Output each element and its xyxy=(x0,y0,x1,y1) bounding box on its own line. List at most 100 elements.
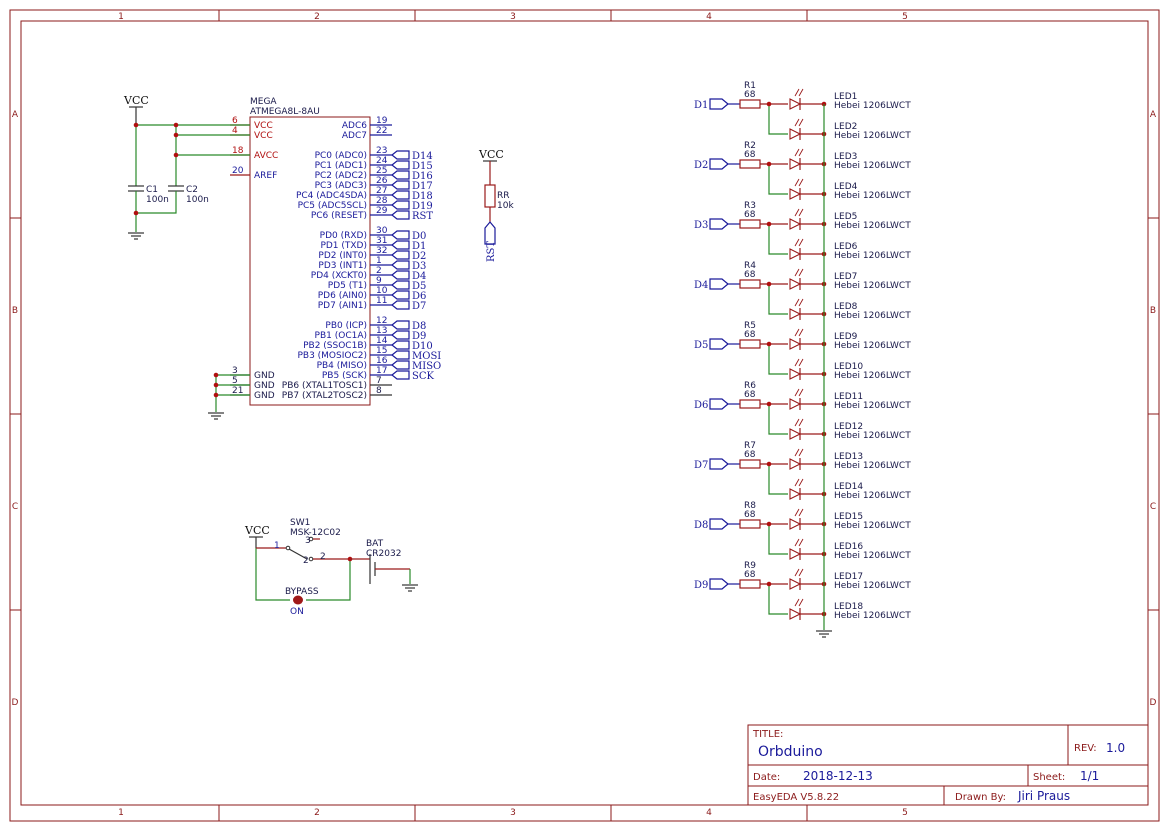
led-ref: LED7 xyxy=(834,272,857,282)
led-row-net-label: D8 xyxy=(694,520,708,531)
resistor-value: 68 xyxy=(744,510,756,520)
led-ref: LED3 xyxy=(834,152,857,162)
zone-col-top: 2 xyxy=(314,12,320,22)
net-flag xyxy=(391,160,410,170)
led-triangle xyxy=(789,218,802,230)
net-label: SCK xyxy=(412,371,435,382)
mcu-pin-name: PC2 (ADC2) xyxy=(315,171,367,181)
led-row-net-flag xyxy=(709,518,729,530)
net-flag xyxy=(391,290,410,300)
led-row-net-flag xyxy=(709,578,729,590)
led-row-net-flag xyxy=(709,158,729,170)
zone-row-right: C xyxy=(1150,502,1156,512)
net-label: D16 xyxy=(412,171,433,182)
net-flag xyxy=(391,180,410,190)
mcu-pin-number: 18 xyxy=(232,146,244,156)
net-flag xyxy=(391,270,410,280)
led-light-arrows xyxy=(794,238,804,247)
mcu-pin-number: 7 xyxy=(376,376,382,386)
mcu-ref: MEGA xyxy=(250,97,277,107)
mcu-pin-name: GND xyxy=(254,381,275,391)
led-ref: LED6 xyxy=(834,242,858,252)
sw-pin-1: 1 xyxy=(274,541,280,551)
net-flag xyxy=(391,230,410,240)
net-flag xyxy=(391,260,410,270)
mcu-pin-name: PD6 (AIN0) xyxy=(318,291,367,301)
net-label: D3 xyxy=(412,261,426,272)
mcu-pin-name: PB6 (XTAL1TOSC1) xyxy=(282,381,367,391)
mcu-pin-name: AVCC xyxy=(254,151,278,161)
led-ref: LED5 xyxy=(834,212,857,222)
resistor-ref: R8 xyxy=(744,501,756,511)
net-label: D19 xyxy=(412,201,433,212)
drawn-label: Drawn By: xyxy=(955,792,1006,803)
led-row-branch xyxy=(768,404,788,435)
mcu-pin-number: 4 xyxy=(232,126,238,136)
net-flag xyxy=(391,210,410,220)
junction-dot xyxy=(766,161,772,167)
mcu-pin-name: PB5 (SCK) xyxy=(322,371,367,381)
mcu-pin-name: PB2 (SSOC1B) xyxy=(303,341,367,351)
mcu-pin-name: PC4 (ADC4SDA) xyxy=(296,191,367,201)
led-row-net-flag xyxy=(709,338,729,350)
mcu-pin-name: ADC6 xyxy=(342,121,367,131)
resistor-ref: R1 xyxy=(744,81,756,91)
mcu-pin-number: 27 xyxy=(376,186,387,196)
led-ref: LED10 xyxy=(834,362,863,372)
led-row-net-flag xyxy=(709,398,729,410)
led-triangle xyxy=(789,548,802,560)
mcu-pin-number: 13 xyxy=(376,326,387,336)
mcu-pin-number: 11 xyxy=(376,296,387,306)
mcu-pin-number: 9 xyxy=(376,276,382,286)
zone-col-bottom: 5 xyxy=(902,808,908,818)
bypass-ref: BYPASS xyxy=(285,587,319,597)
led-part: Hebei 1206LWCT xyxy=(834,131,911,141)
zone-col-top: 5 xyxy=(902,12,908,22)
mcu-pin-name: VCC xyxy=(254,121,273,131)
zone-col-bottom: 4 xyxy=(706,808,712,818)
ground-symbol xyxy=(128,232,144,240)
mcu-pin-name: PC5 (ADC5SCL) xyxy=(298,201,367,211)
mcu-pin-number: 10 xyxy=(376,286,388,296)
net-flag xyxy=(391,320,410,330)
led-light-arrows xyxy=(794,328,804,337)
led-triangle xyxy=(789,98,802,110)
net-flag xyxy=(391,200,410,210)
led-triangle xyxy=(789,398,802,410)
led-row-branch xyxy=(768,164,788,195)
title-value: Orbduino xyxy=(758,744,823,760)
led-part: Hebei 1206LWCT xyxy=(834,611,911,621)
net-label: D2 xyxy=(412,251,426,262)
vcc-label-main: VCC xyxy=(123,94,149,107)
mcu-pin-number: 32 xyxy=(376,246,387,256)
bat-ref: BAT xyxy=(366,539,384,549)
bat-part: CR2032 xyxy=(366,549,401,559)
resistor-body xyxy=(739,219,761,229)
mcu-pin-name: PD0 (RXD) xyxy=(320,231,367,241)
resistor-value: 68 xyxy=(744,90,756,100)
led-light-arrows xyxy=(794,538,804,547)
led-part: Hebei 1206LWCT xyxy=(834,551,911,561)
mcu-pin-number: 3 xyxy=(232,366,238,376)
led-part: Hebei 1206LWCT xyxy=(834,161,911,171)
net-flag xyxy=(391,360,410,370)
mcu-pin-number: 29 xyxy=(376,206,388,216)
led-triangle xyxy=(789,158,802,170)
mcu-pin-name: PC6 (RESET) xyxy=(311,211,367,221)
net-flag xyxy=(391,370,410,380)
sw-ref: SW1 xyxy=(290,518,310,528)
led-light-arrows xyxy=(794,418,804,427)
bypass-jumper xyxy=(293,595,303,605)
mcu-body xyxy=(249,116,371,406)
led-row-branch xyxy=(768,344,788,375)
mcu-pin-number: 20 xyxy=(232,166,244,176)
sheet-label: Sheet: xyxy=(1033,772,1065,783)
led-light-arrows xyxy=(794,388,804,397)
led-row-branch xyxy=(768,224,788,255)
led-row-branch xyxy=(768,524,788,555)
